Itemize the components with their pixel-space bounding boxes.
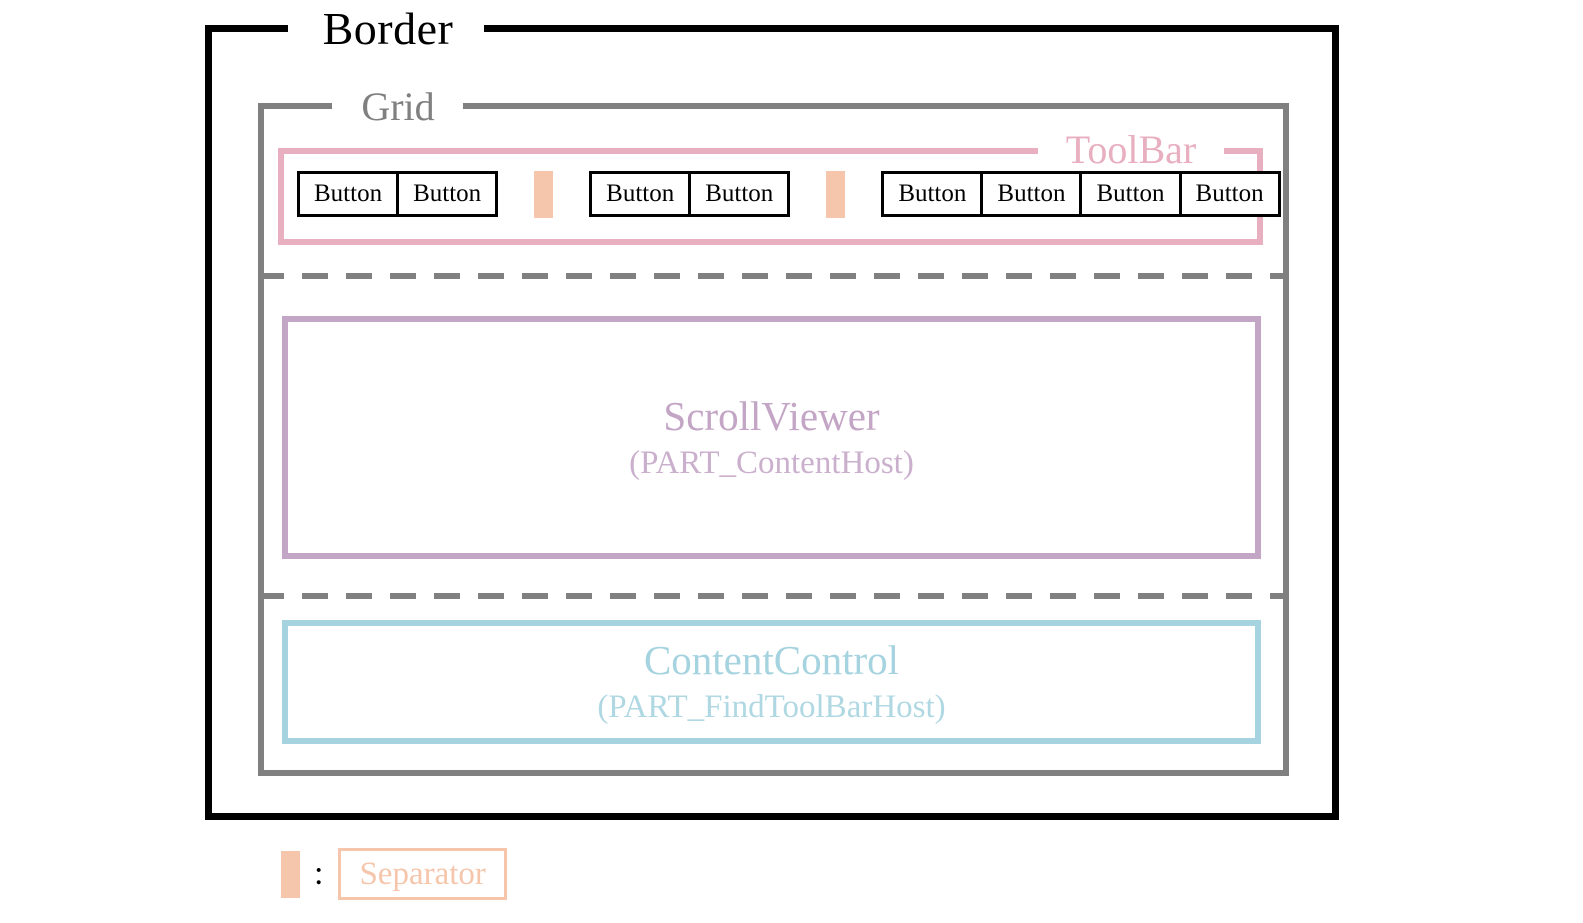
grid-row-divider-1 [258,273,1289,279]
toolbar-button[interactable]: Button [881,171,984,217]
toolbar-button[interactable]: Button [980,171,1083,217]
border-left-edge [205,25,212,820]
legend: : Separator [281,848,507,900]
grid-frame: Grid [258,84,1289,776]
legend-colon: : [314,855,324,892]
legend-separator-box: Separator [338,848,507,900]
toolbar-button[interactable]: Button [589,171,692,217]
border-label: Border [322,3,454,54]
toolbar-separator [534,170,554,218]
toolbar-button-group-3: Button Button Button Button [881,171,1281,217]
toolbar-button[interactable]: Button [688,171,791,217]
grid-right-edge [1283,103,1289,776]
toolbar-top-left-edge [278,148,1038,154]
toolbar-frame: ToolBar Button Button Button Button Butt… [278,127,1281,245]
border-bottom-edge [205,813,1339,820]
toolbar-button-group-1: Button Button [297,171,499,217]
toolbar-bottom-edge [278,239,1263,245]
contentcontrol-part-name: (PART_FindToolBarHost) [597,689,946,725]
grid-label: Grid [361,84,435,129]
grid-row-divider-2 [258,593,1289,599]
border-top-right-edge [484,25,1339,32]
toolbar-label: ToolBar [1065,127,1197,172]
toolbar-top-right-edge [1224,148,1263,154]
toolbar-items: Button Button Button Button Button Butto… [297,170,1281,218]
contentcontrol-box: ContentControl (PART_FindToolBarHost) [282,620,1261,744]
contentcontrol-title: ContentControl [643,637,900,683]
toolbar-button[interactable]: Button [396,171,499,217]
border-top-left-edge [205,25,288,32]
scrollviewer-title: ScrollViewer [663,392,880,439]
grid-bottom-edge [258,770,1289,776]
toolbar-button[interactable]: Button [1079,171,1182,217]
grid-top-left-edge [258,103,332,109]
toolbar-separator [826,170,846,218]
scrollviewer-part-name: (PART_ContentHost) [629,444,914,481]
grid-left-edge [258,103,264,776]
separator-swatch-icon [281,850,300,898]
toolbar-button[interactable]: Button [297,171,400,217]
toolbar-button[interactable]: Button [1178,171,1281,217]
border-frame: Border [205,3,1339,820]
grid-top-right-edge [463,103,1289,109]
toolbar-button-group-2: Button Button [589,171,791,217]
scrollviewer-box: ScrollViewer (PART_ContentHost) [282,316,1261,559]
border-right-edge [1332,25,1339,820]
toolbar-left-edge [278,148,284,245]
legend-separator-label: Separator [359,856,486,892]
